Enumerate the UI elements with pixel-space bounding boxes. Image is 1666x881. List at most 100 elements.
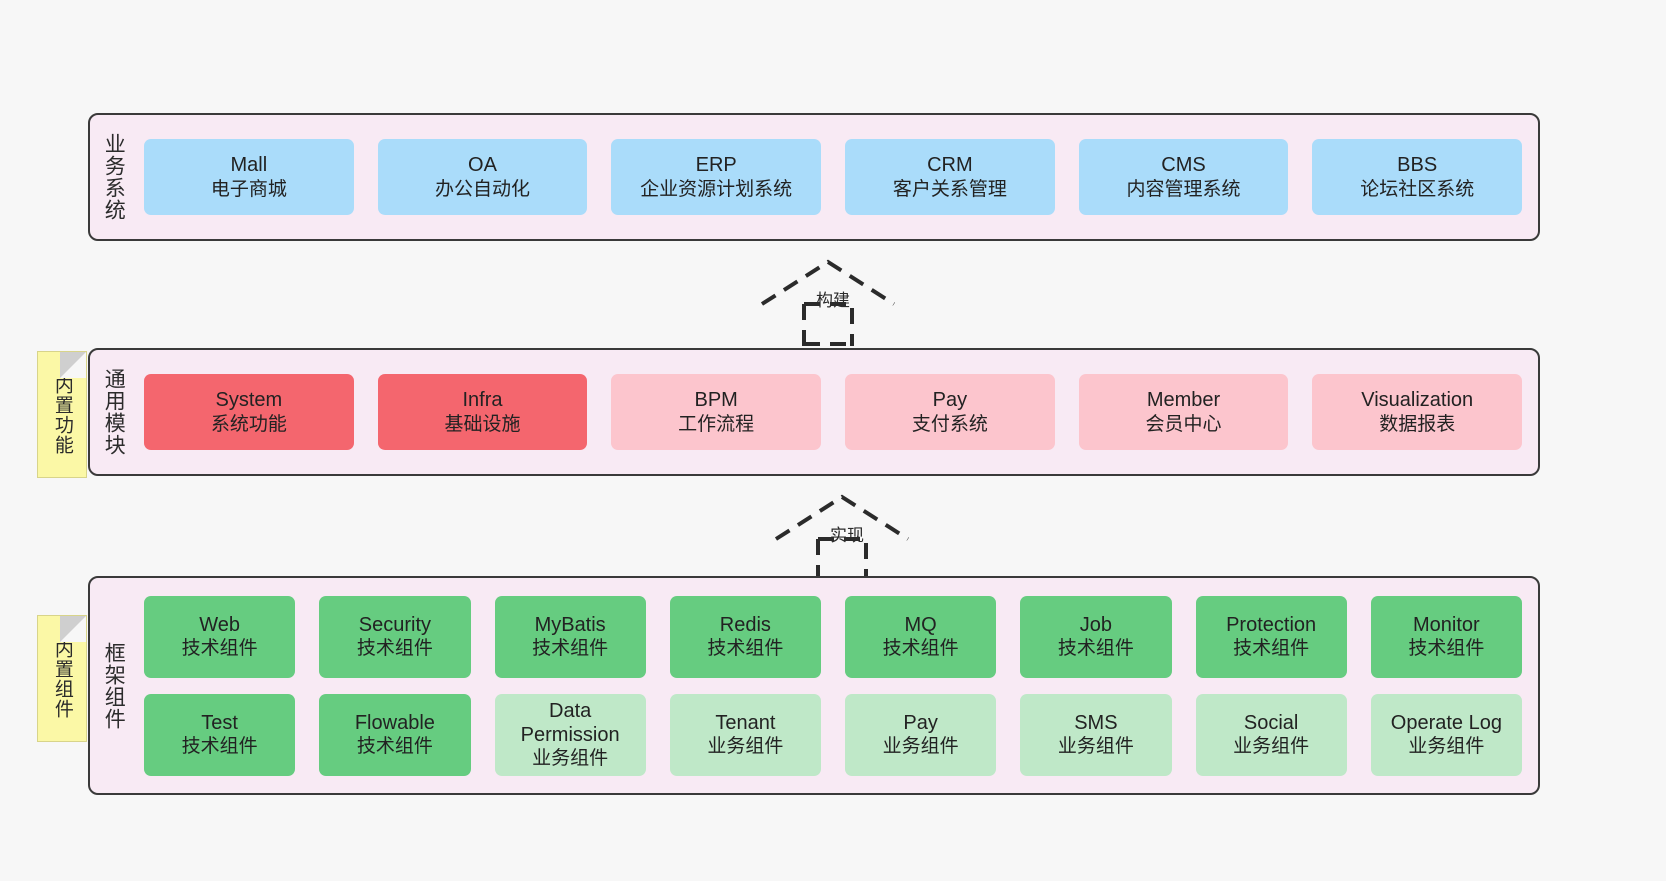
card-oa[interactable]: OA 办公自动化 — [377, 139, 588, 215]
connector-label-build: 构建 — [816, 291, 850, 310]
card-title-cn: 技术组件 — [532, 638, 609, 660]
layer-business-systems: 业务系统 Mall 电子商城 OA 办公自动化 ERP 企业资源计划系统 CRM… — [88, 113, 1540, 241]
card-title-en: System — [215, 389, 283, 412]
card-tenant[interactable]: Tenant 业务组件 — [669, 693, 821, 776]
card-title-cn: 办公自动化 — [435, 178, 531, 200]
connector-build: 构建 — [752, 256, 922, 346]
card-visualization[interactable]: Visualization 数据报表 — [1312, 374, 1523, 450]
card-title-en: Job — [1079, 613, 1112, 636]
card-operate-log[interactable]: Operate Log 业务组件 — [1370, 693, 1522, 776]
card-title-cn: 业务组件 — [882, 736, 959, 758]
card-flowable[interactable]: Flowable 技术组件 — [319, 693, 471, 776]
card-title-cn: 系统功能 — [210, 413, 287, 435]
card-row: Test 技术组件 Flowable 技术组件 Data Permission … — [144, 693, 1522, 776]
layer-body-framework: Web 技术组件 Security 技术组件 MyBatis 技术组件 Redi… — [136, 578, 1538, 793]
connector-implement: 实现 — [766, 491, 936, 581]
card-title-en: Data Permission — [520, 699, 620, 746]
card-title-en: Pay — [932, 389, 968, 412]
card-title-en: Redis — [719, 613, 771, 636]
sticky-note-builtin-components: 内置组件 — [37, 615, 87, 742]
card-title-en: Security — [358, 613, 431, 636]
card-test[interactable]: Test 技术组件 — [144, 693, 296, 776]
card-data-permission[interactable]: Data Permission 业务组件 — [494, 693, 646, 776]
card-title-cn: 业务组件 — [707, 736, 784, 758]
card-security[interactable]: Security 技术组件 — [319, 595, 471, 678]
card-title-en: Flowable — [354, 711, 435, 734]
card-mall[interactable]: Mall 电子商城 — [144, 139, 354, 215]
card-row: Mall 电子商城 OA 办公自动化 ERP 企业资源计划系统 CRM 客户关系… — [144, 139, 1523, 215]
card-monitor[interactable]: Monitor 技术组件 — [1370, 595, 1522, 678]
card-title-cn: 基础设施 — [444, 413, 521, 435]
card-redis[interactable]: Redis 技术组件 — [669, 595, 821, 678]
card-cms[interactable]: CMS 内容管理系统 — [1078, 139, 1289, 215]
card-title-en: SMS — [1074, 711, 1118, 734]
card-sms[interactable]: SMS 业务组件 — [1020, 693, 1172, 776]
layer-title-business: 业务系统 — [102, 133, 126, 221]
card-row: Web 技术组件 Security 技术组件 MyBatis 技术组件 Redi… — [144, 595, 1522, 678]
card-title-en: MyBatis — [534, 613, 606, 636]
layer-body-common: System 系统功能 Infra 基础设施 BPM 工作流程 Pay 支付系统… — [136, 350, 1538, 474]
card-infra[interactable]: Infra 基础设施 — [377, 374, 588, 450]
card-title-cn: 技术组件 — [181, 638, 258, 660]
card-social[interactable]: Social 业务组件 — [1195, 693, 1347, 776]
card-erp[interactable]: ERP 企业资源计划系统 — [611, 139, 822, 215]
layer-common-modules: 通用模块 System 系统功能 Infra 基础设施 BPM 工作流程 Pay… — [88, 348, 1540, 476]
connector-label-implement: 实现 — [830, 526, 864, 545]
card-bpm[interactable]: BPM 工作流程 — [611, 374, 822, 450]
card-title-cn: 业务组件 — [1408, 736, 1485, 758]
sticky-note-builtin-features: 内置功能 — [37, 351, 87, 478]
card-mq[interactable]: MQ 技术组件 — [845, 595, 997, 678]
card-bbs[interactable]: BBS 论坛社区系统 — [1312, 139, 1523, 215]
layer-body-business: Mall 电子商城 OA 办公自动化 ERP 企业资源计划系统 CRM 客户关系… — [136, 115, 1538, 239]
layer-title-framework: 框架组件 — [102, 641, 126, 730]
card-title-en: Protection — [1226, 613, 1317, 636]
card-protection[interactable]: Protection 技术组件 — [1195, 595, 1347, 678]
card-title-en: BPM — [694, 389, 738, 412]
card-title-cn: 技术组件 — [1408, 638, 1485, 660]
card-title-cn: 技术组件 — [181, 736, 258, 758]
generalization-arrow-icon — [760, 259, 896, 346]
card-title-en: Monitor — [1413, 613, 1480, 636]
card-title-cn: 会员中心 — [1145, 413, 1222, 435]
card-title-cn: 企业资源计划系统 — [640, 178, 793, 200]
card-title-cn: 技术组件 — [1057, 638, 1134, 660]
card-title-en: Web — [199, 613, 240, 636]
card-web[interactable]: Web 技术组件 — [144, 595, 296, 678]
card-title-cn: 电子商城 — [210, 178, 287, 200]
card-title-cn: 论坛社区系统 — [1360, 178, 1475, 200]
card-crm[interactable]: CRM 客户关系管理 — [845, 139, 1055, 215]
card-title-cn: 数据报表 — [1379, 413, 1456, 435]
card-title-en: MQ — [904, 613, 937, 636]
card-mybatis[interactable]: MyBatis 技术组件 — [494, 595, 646, 678]
card-title-cn: 业务组件 — [1233, 736, 1310, 758]
card-title-en: Member — [1146, 389, 1221, 412]
card-title-cn: 技术组件 — [707, 638, 784, 660]
card-pay-component[interactable]: Pay 业务组件 — [845, 693, 997, 776]
card-title-en: Infra — [462, 389, 503, 412]
layer-title-common: 通用模块 — [102, 368, 126, 456]
card-title-cn: 技术组件 — [356, 638, 433, 660]
card-title-en: Test — [201, 711, 238, 734]
layer-framework-components: 框架组件 Web 技术组件 Security 技术组件 MyBatis 技术组件… — [88, 576, 1540, 795]
card-title-en: CRM — [927, 154, 973, 177]
card-title-en: Social — [1243, 711, 1299, 734]
card-member[interactable]: Member 会员中心 — [1078, 374, 1289, 450]
card-title-en: OA — [468, 154, 497, 177]
card-title-cn: 技术组件 — [882, 638, 959, 660]
card-title-en: Tenant — [715, 711, 776, 734]
card-row: System 系统功能 Infra 基础设施 BPM 工作流程 Pay 支付系统… — [144, 374, 1523, 450]
card-system[interactable]: System 系统功能 — [144, 374, 354, 450]
card-title-en: BBS — [1397, 154, 1438, 177]
card-title-en: ERP — [695, 154, 737, 177]
card-title-cn: 业务组件 — [532, 748, 609, 770]
card-title-cn: 支付系统 — [911, 413, 988, 435]
card-title-cn: 技术组件 — [356, 736, 433, 758]
card-title-en: Mall — [230, 154, 268, 177]
card-title-en: Operate Log — [1390, 711, 1502, 734]
card-title-cn: 工作流程 — [678, 413, 755, 435]
card-job[interactable]: Job 技术组件 — [1020, 595, 1172, 678]
card-title-cn: 内容管理系统 — [1126, 178, 1241, 200]
card-title-en: CMS — [1161, 154, 1206, 177]
card-pay-module[interactable]: Pay 支付系统 — [845, 374, 1055, 450]
card-title-cn: 业务组件 — [1057, 736, 1134, 758]
